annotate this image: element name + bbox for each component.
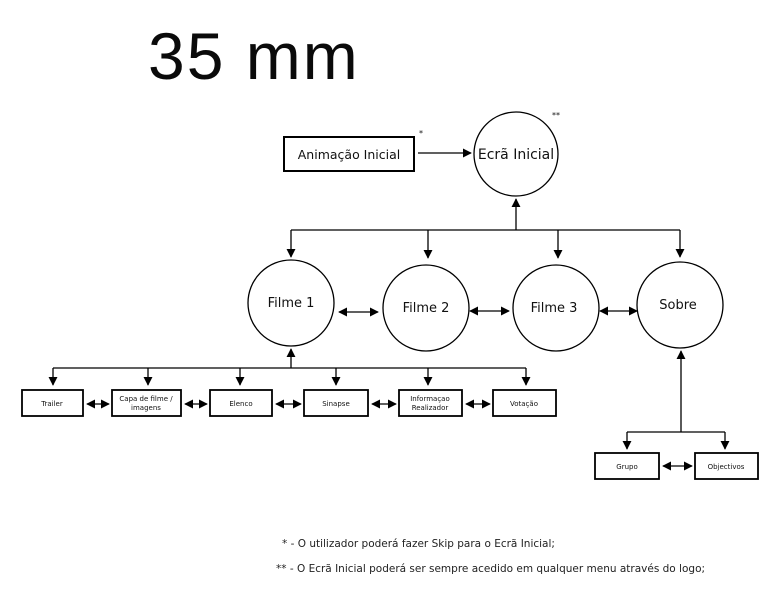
node-box-objectivos bbox=[694, 452, 759, 480]
label-animacao-inicial: Animação Inicial bbox=[298, 147, 401, 162]
node-box-info bbox=[398, 389, 463, 417]
node-circle-sobre bbox=[636, 261, 724, 349]
label-elenco: Elenco bbox=[229, 400, 252, 408]
node-circle-filme-1 bbox=[247, 259, 335, 347]
label-capa-line2: imagens bbox=[131, 404, 161, 412]
footnote-double-star: ** - O Ecrã Inicial poderá ser sempre ac… bbox=[276, 563, 706, 575]
label-grupo: Grupo bbox=[616, 463, 637, 471]
label-sinopse: Sinapse bbox=[322, 400, 350, 408]
label-objectivos: Objectivos bbox=[708, 463, 745, 471]
label-filme-1: Filme 1 bbox=[268, 296, 315, 311]
label-info-line1: Informaçao bbox=[410, 395, 450, 403]
label-sobre: Sobre bbox=[659, 298, 697, 313]
label-ecra-inicial: Ecrã Inicial bbox=[478, 147, 554, 163]
diagram-title: 35 mm bbox=[148, 19, 360, 93]
label-filme-2: Filme 2 bbox=[403, 301, 450, 316]
node-box-trailer bbox=[21, 389, 84, 417]
node-box-elenco bbox=[209, 389, 273, 417]
node-box-sinopse bbox=[303, 389, 369, 417]
node-box-capa bbox=[111, 389, 182, 417]
label-trailer: Trailer bbox=[40, 400, 63, 408]
node-circle-ecra-inicial bbox=[473, 111, 559, 197]
label-filme-3: Filme 3 bbox=[531, 301, 578, 316]
node-box-votacao bbox=[492, 389, 557, 417]
label-capa-line1: Capa de filme / bbox=[119, 395, 173, 403]
node-box-grupo bbox=[594, 452, 660, 480]
node-circle-filme-2 bbox=[382, 264, 470, 352]
label-info-line2: Realizador bbox=[412, 404, 449, 412]
footnote-single-star: * - O utilizador poderá fazer Skip para … bbox=[282, 538, 555, 550]
node-circle-filme-3 bbox=[512, 264, 600, 352]
node-box-animacao-inicial bbox=[283, 136, 415, 172]
marker-single-star: * bbox=[419, 129, 423, 138]
label-votacao: Votação bbox=[510, 400, 538, 408]
marker-double-star: ** bbox=[552, 111, 560, 120]
